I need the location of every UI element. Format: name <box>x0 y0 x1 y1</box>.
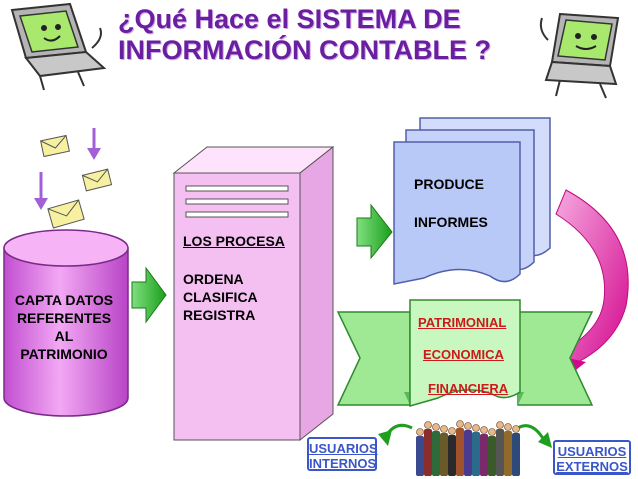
server-box <box>172 145 335 442</box>
person-figure <box>456 420 464 476</box>
external-users-line-1: USUARIOS <box>557 444 627 459</box>
laptop-icon <box>10 2 107 91</box>
output-line-2: INFORMES <box>414 214 488 230</box>
process-step: REGISTRA <box>183 307 256 323</box>
external-users-box: USUARIOS EXTERNOS <box>553 440 631 475</box>
input-line-3: AL <box>54 328 74 344</box>
arrow-curve-icon <box>517 424 552 448</box>
external-users-line-2: EXTERNOS <box>556 459 628 474</box>
title-line-1: ¿Qué Hace el SISTEMA DE <box>118 4 461 34</box>
process-step: CLASIFICA <box>183 289 258 305</box>
person-figure <box>488 428 496 476</box>
person-figure <box>432 423 440 476</box>
arrow-down-icon <box>87 128 101 160</box>
person-figure <box>512 425 520 476</box>
input-label: CAPTA DATOS REFERENTES AL PATRIMONIO <box>2 291 126 363</box>
person-figure <box>496 421 504 476</box>
page-title: ¿Qué Hace el SISTEMA DE INFORMACIÓN CONT… <box>118 4 538 66</box>
report-banner <box>336 299 594 407</box>
laptop-icon <box>539 12 620 99</box>
person-figure <box>416 428 424 476</box>
report-type-financiera: FINANCIERA <box>428 381 509 396</box>
internal-users-line-2: INTERNOS <box>309 456 377 471</box>
input-line-2: REFERENTES <box>16 310 112 326</box>
person-figure <box>472 424 480 476</box>
internal-users-box: USUARIOS INTERNOS <box>307 437 378 471</box>
person-figure <box>440 425 448 476</box>
process-heading: LOS PROCESA <box>183 233 285 249</box>
internal-users-line-1: USUARIOS <box>309 441 378 456</box>
output-line-1: PRODUCE <box>414 176 485 192</box>
process-step: ORDENA <box>183 271 244 287</box>
person-figure <box>448 427 456 476</box>
document-stack <box>393 117 551 285</box>
arrow-down-icon <box>34 172 48 210</box>
envelope-icon <box>81 168 113 192</box>
arrow-right-icon <box>131 266 167 324</box>
database-cylinder <box>3 229 129 417</box>
person-figure <box>504 423 512 476</box>
process-steps: ORDENA CLASIFICA REGISTRA <box>183 270 258 324</box>
person-figure <box>480 426 488 476</box>
report-type-patrimonial: PATRIMONIAL <box>418 315 507 330</box>
report-type-economica: ECONOMICA <box>423 347 504 362</box>
input-line-1: CAPTA DATOS <box>14 292 114 308</box>
people-icon <box>416 420 520 476</box>
envelope-icon <box>40 134 70 158</box>
arrow-curve-icon <box>378 423 413 446</box>
arrow-right-icon <box>356 203 393 260</box>
person-figure <box>464 422 472 476</box>
input-line-4: PATRIMONIO <box>20 346 108 362</box>
envelope-icon <box>47 199 85 229</box>
title-line-2: INFORMACIÓN CONTABLE ? <box>118 35 491 65</box>
person-figure <box>424 421 432 476</box>
